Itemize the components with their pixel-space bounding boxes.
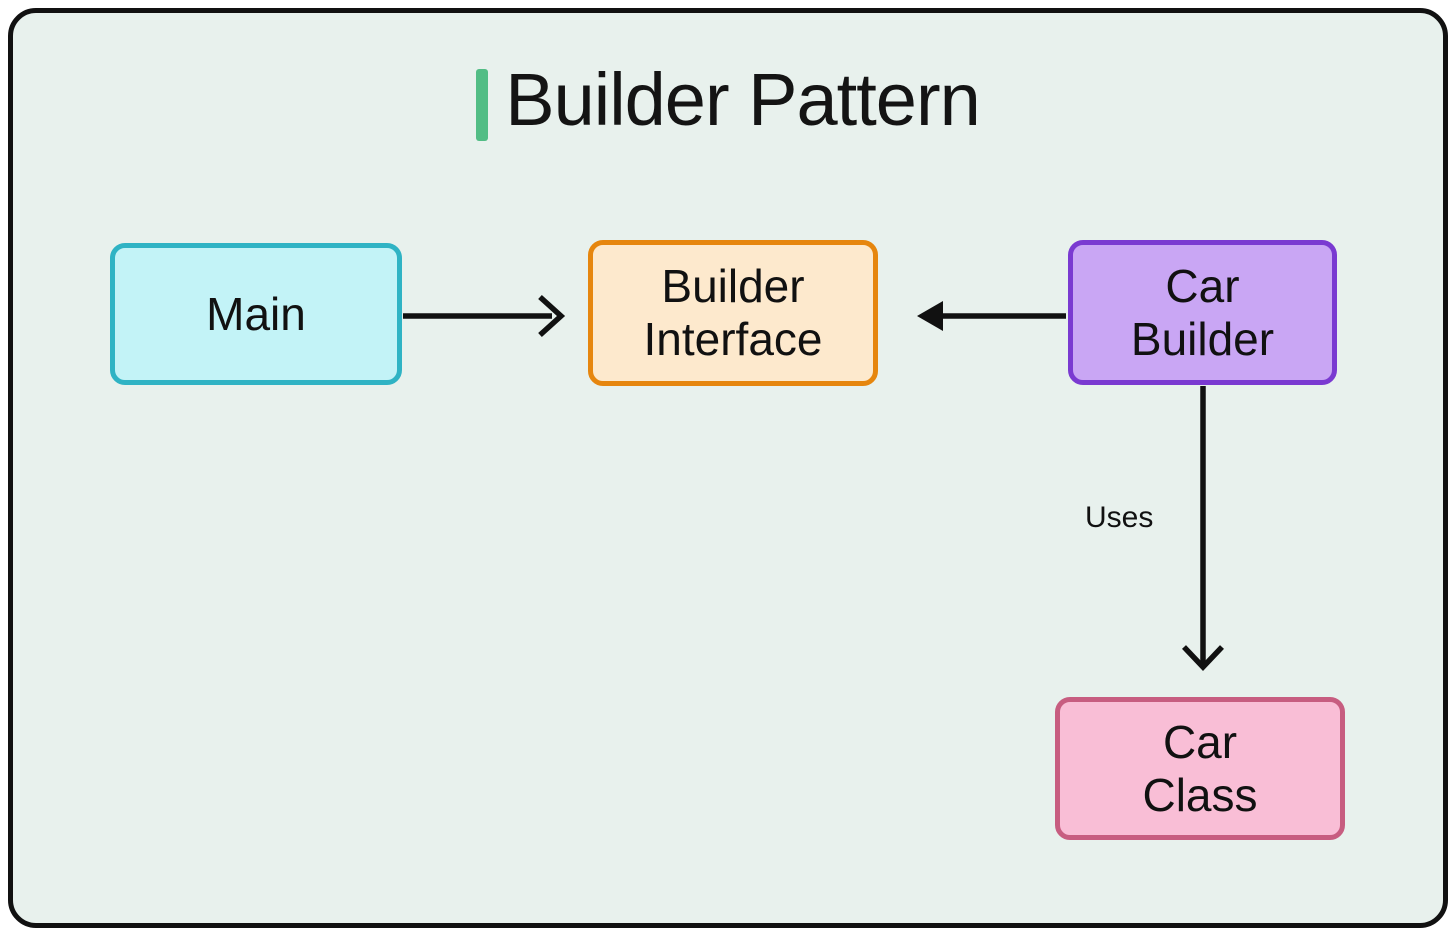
node-builder-interface-label: Builder Interface: [643, 260, 823, 365]
node-builder-interface: Builder Interface: [588, 240, 878, 386]
node-car-class-label: Car Class: [1142, 715, 1258, 821]
node-car-class: Car Class: [1055, 697, 1345, 840]
page-title: Builder Pattern: [505, 58, 980, 141]
node-car-builder-label: Car Builder: [1130, 259, 1275, 365]
node-car-builder: Car Builder: [1068, 240, 1337, 385]
node-main: Main: [110, 243, 402, 385]
edge-label-uses: Uses: [1085, 501, 1154, 534]
title-row: Builder Pattern: [13, 63, 1443, 141]
node-main-label: Main: [206, 287, 306, 340]
title-accent-bar: [476, 69, 489, 141]
